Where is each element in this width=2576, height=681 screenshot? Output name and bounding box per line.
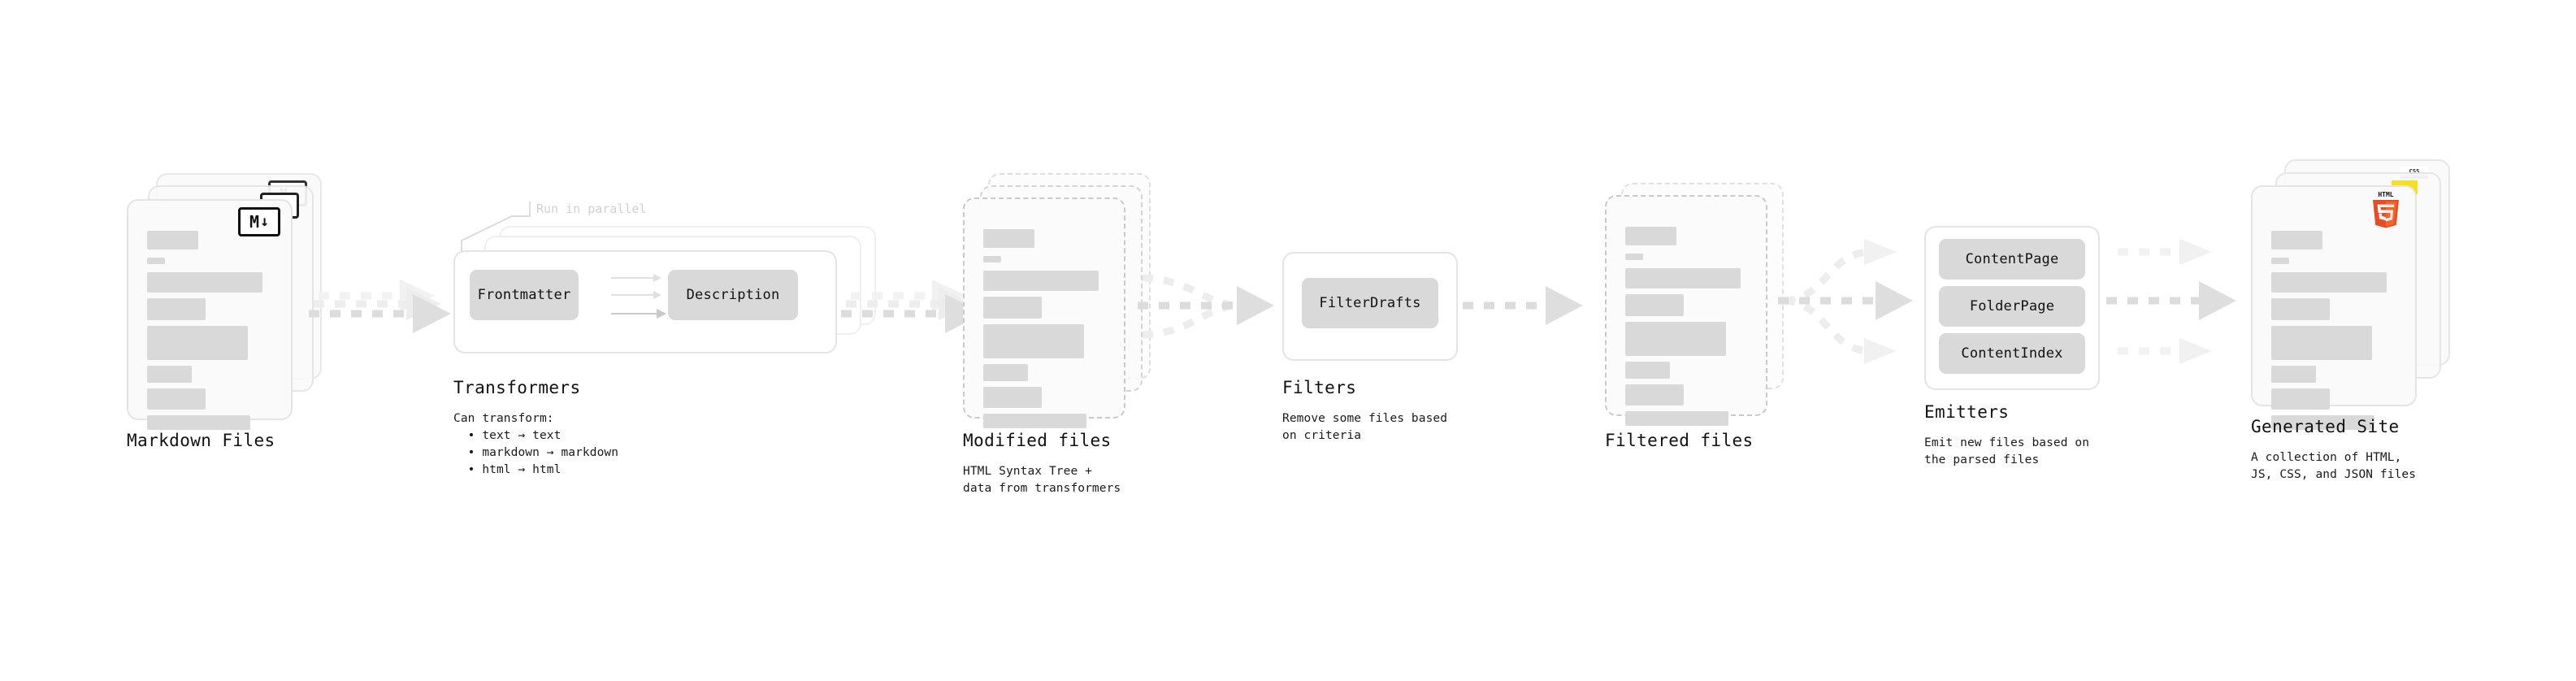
chip-contentindex[interactable]: ContentIndex <box>1939 333 2085 374</box>
content-bar <box>983 364 1028 381</box>
content-bar <box>2271 258 2289 264</box>
stage-title-generated-site: Generated Site <box>2251 417 2400 436</box>
content-bar <box>147 258 165 264</box>
arrow-filters-to-filtered <box>1463 286 1583 325</box>
stage-title-filtered-files: Filtered files <box>1605 431 1754 450</box>
transformer-inner-arrows <box>611 274 666 319</box>
run-in-parallel-note: Run in parallel <box>536 202 647 216</box>
stage-title-transformers: Transformers <box>453 378 581 397</box>
content-bar <box>2271 326 2372 360</box>
html5-icon-label: HTML <box>2378 191 2393 198</box>
content-bar <box>2271 366 2316 383</box>
modified-file-card-front <box>963 197 1125 428</box>
content-bar <box>983 229 1034 248</box>
chip-contentpage[interactable]: ContentPage <box>1939 239 2085 280</box>
content-bar <box>1625 384 1684 406</box>
content-bar <box>147 272 262 293</box>
stage-sub-transformers: Can transform: • text → text • markdown … <box>453 412 619 476</box>
arrow-filtered-to-emitters-fanout <box>1778 239 1913 364</box>
content-bar <box>1625 362 1670 379</box>
arrow-modified-to-filters <box>1138 274 1274 339</box>
content-bar <box>2271 415 2374 430</box>
chip-description[interactable]: Description <box>668 270 798 320</box>
stage-sub-emitters: Emit new files based on the parsed files <box>1924 436 2090 466</box>
transformer-box-front[interactable]: Frontmatter Description <box>453 250 837 354</box>
chip-filterdrafts[interactable]: FilterDrafts <box>1302 278 1438 328</box>
markdown-file-card-front <box>127 199 293 430</box>
filters-box[interactable]: FilterDrafts <box>1282 252 1458 361</box>
stage-title-markdown-files: Markdown Files <box>127 431 275 450</box>
content-bar <box>2271 272 2387 293</box>
content-bar <box>983 414 1086 428</box>
emitters-box[interactable]: ContentPage FolderPage ContentIndex <box>1924 226 2100 390</box>
arrow-markdown-to-transformers <box>309 280 451 333</box>
stage-sub-modified-files: HTML Syntax Tree + data from transformer… <box>963 465 1121 495</box>
stage-sub-filters: Remove some files based on criteria <box>1282 412 1448 442</box>
arrow-emitters-to-site <box>2106 239 2236 364</box>
content-bar <box>147 231 198 249</box>
content-bar <box>1625 322 1726 356</box>
html5-icon: HTML <box>2373 191 2399 228</box>
content-bar <box>2271 298 2330 320</box>
stage-title-modified-files: Modified files <box>963 431 1112 450</box>
svg-text:CSS: CSS <box>2409 168 2420 175</box>
stage-title-filters: Filters <box>1282 378 1357 397</box>
chip-folderpage[interactable]: FolderPage <box>1939 286 2085 327</box>
stage-sub-generated-site: A collection of HTML, JS, CSS, and JSON … <box>2251 451 2417 481</box>
content-bar <box>983 271 1099 291</box>
content-bar <box>1625 254 1643 260</box>
content-bar <box>1625 227 1676 245</box>
content-bar <box>1625 294 1684 316</box>
markdown-icon: M↓ <box>238 207 280 236</box>
content-bar <box>147 415 250 430</box>
stage-title-emitters: Emitters <box>1924 402 2010 422</box>
content-bar <box>983 324 1084 358</box>
content-bar <box>1625 411 1728 426</box>
run-in-parallel-bracket <box>461 202 531 260</box>
filtered-file-card-front <box>1605 195 1767 426</box>
content-bar <box>147 326 248 360</box>
content-bar <box>983 387 1042 408</box>
content-bar <box>147 298 206 320</box>
content-bar <box>2271 231 2322 249</box>
content-bar <box>983 297 1042 319</box>
content-bar <box>2271 388 2330 410</box>
chip-frontmatter[interactable]: Frontmatter <box>470 270 579 320</box>
content-bar <box>147 366 192 383</box>
content-bar <box>983 256 1001 262</box>
content-bar <box>1625 268 1741 288</box>
content-bar <box>147 388 206 410</box>
